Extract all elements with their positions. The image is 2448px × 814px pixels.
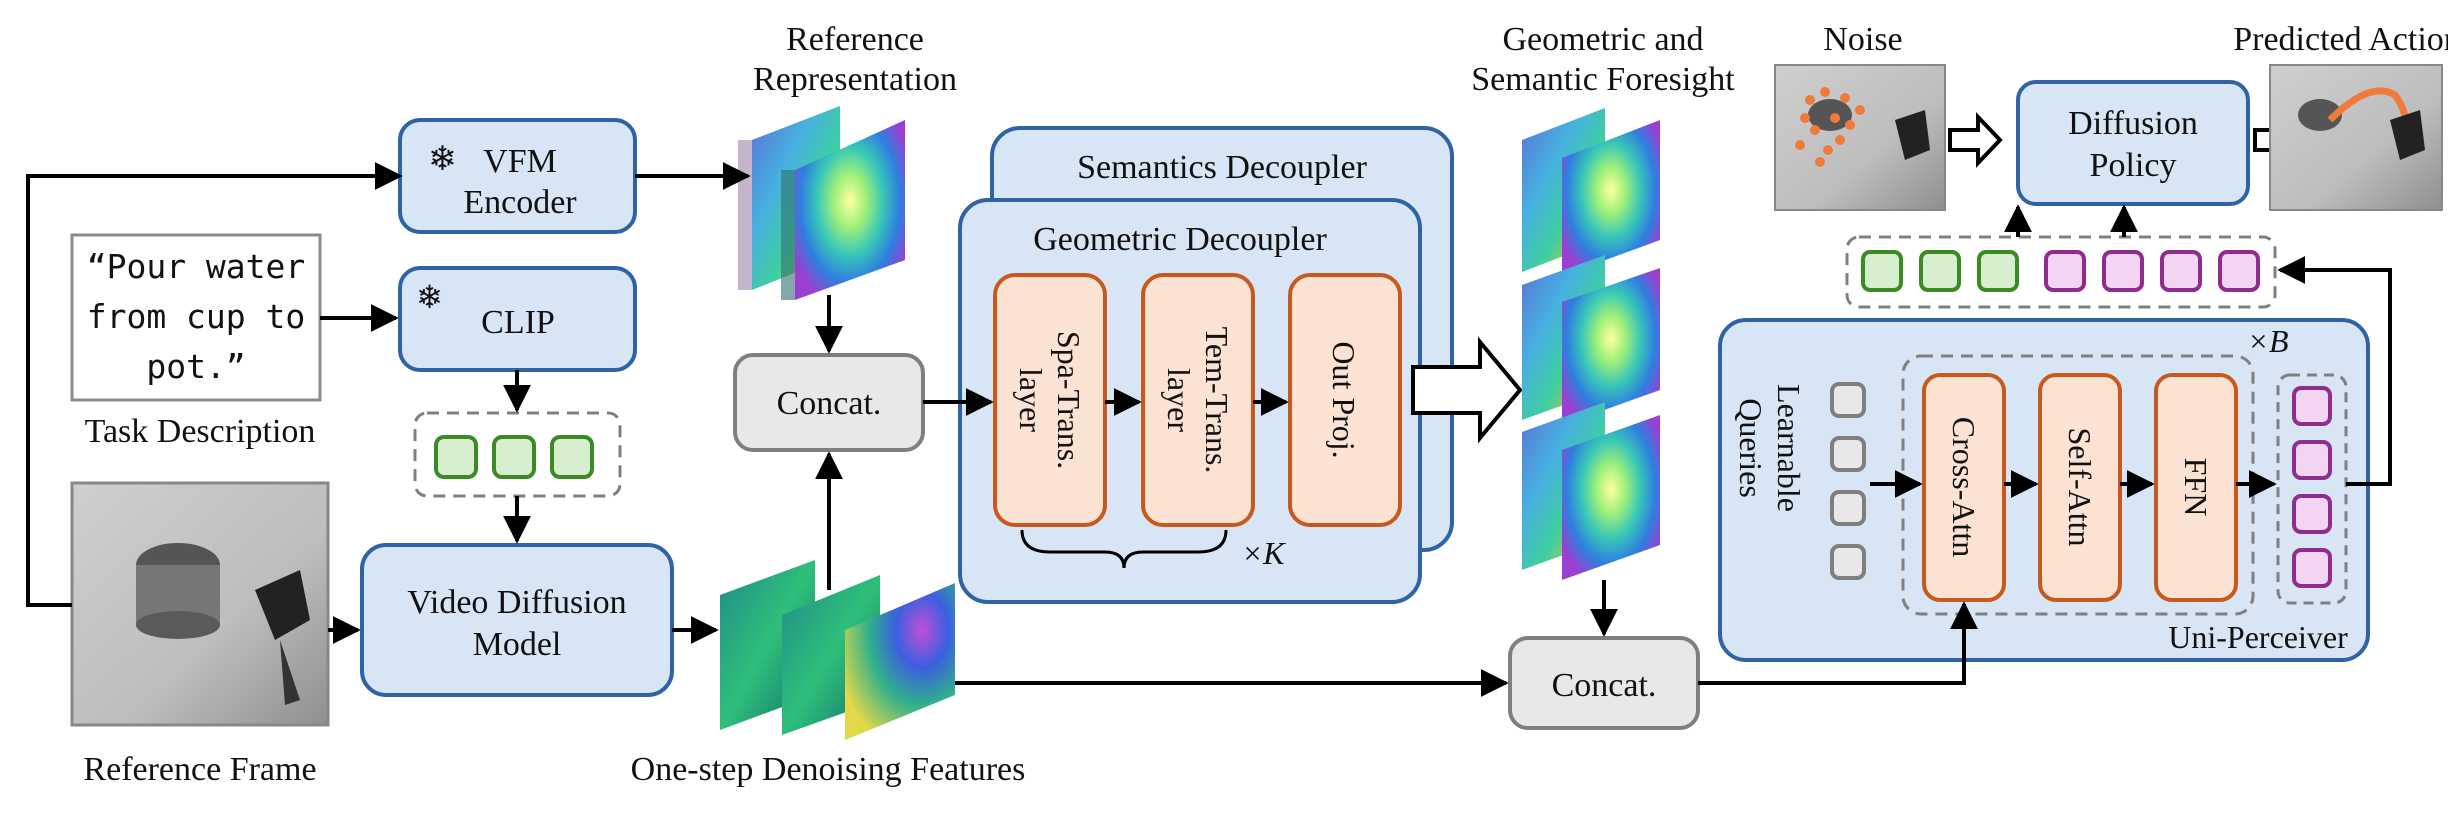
vfm-encoder-line1: VFM: [483, 143, 557, 180]
task-description-box: [70, 233, 322, 402]
tem-trans-line2: layer: [1161, 368, 1197, 432]
learnable-queries-label: Learnable Queries: [1733, 384, 1807, 512]
learnable-query-tokens: [1830, 382, 1866, 580]
repeat-brace: [1020, 529, 1228, 569]
text-token: [434, 435, 478, 479]
noise-label: Noise: [1823, 21, 1902, 58]
concat-block-lower: Concat.: [1508, 636, 1700, 730]
condition-token-row: [1845, 235, 2277, 309]
clip-block: ❄ CLIP: [398, 266, 637, 372]
text-token: [1977, 250, 2019, 292]
query-token: [1830, 382, 1866, 418]
cross-attn-label: Cross-Attn: [1946, 417, 1982, 557]
video-diffusion-line2: Model: [473, 626, 562, 663]
foresight-features: [1522, 108, 1660, 580]
semantics-decoupler-label: Semantics Decoupler: [1077, 149, 1368, 186]
self-attn-label: Self-Attn: [2062, 427, 2098, 546]
query-token: [1830, 544, 1866, 580]
snowflake-icon: ❄: [416, 278, 443, 316]
learnable-line2: Queries: [1733, 398, 1769, 498]
concat-upper-label: Concat.: [777, 385, 882, 422]
task-quote-line1: “Pour water: [87, 247, 306, 286]
text-token: [492, 435, 536, 479]
vfm-encoder-block: ❄ VFM Encoder: [398, 118, 637, 234]
perceiver-output-tokens: [2276, 373, 2348, 605]
ffn-label: FFN: [2178, 458, 2214, 517]
noise-image: [1774, 64, 1946, 211]
concat-lower-label: Concat.: [1552, 667, 1657, 704]
hollow-arrow-to-policy: [1948, 112, 2003, 168]
predicted-action-label: Predicted Action: [2233, 21, 2448, 58]
task-description-label: Task Description: [85, 413, 316, 450]
perceiver-token: [2218, 250, 2260, 292]
spa-trans-line1: Spa-Trans.: [1051, 331, 1087, 469]
spa-trans-layer-block: Spa-Trans. layer: [993, 273, 1107, 527]
reference-frame-label: Reference Frame: [83, 751, 316, 788]
geometric-decoupler-label: Geometric Decoupler: [1033, 221, 1327, 258]
concat-block-upper: Concat.: [733, 353, 925, 452]
clip-label: CLIP: [481, 304, 555, 341]
ffn-block: FFN: [2154, 373, 2238, 602]
predicted-action-image: [2269, 64, 2443, 211]
denoising-features: [720, 560, 955, 740]
reference-representation-features: [738, 106, 905, 300]
times-b-label: ×B: [2247, 323, 2288, 359]
cross-attn-block: Cross-Attn: [1922, 373, 2006, 602]
diffusion-policy-block: Diffusion Policy: [2016, 80, 2250, 206]
query-token: [1830, 436, 1866, 472]
perceiver-token: [2102, 250, 2144, 292]
perceiver-token: [2292, 548, 2332, 588]
diffusion-policy-line1: Diffusion: [2068, 105, 2198, 142]
text-token: [1861, 250, 1903, 292]
perceiver-token: [2292, 494, 2332, 534]
denoising-features-label: One-step Denoising Features: [631, 751, 1026, 788]
query-token: [1830, 490, 1866, 526]
reference-representation-line1: Reference: [786, 21, 924, 58]
snowflake-icon: ❄: [428, 139, 457, 179]
reference-representation-line2: Representation: [753, 61, 957, 98]
perceiver-token: [2160, 250, 2202, 292]
text-token-group: [413, 411, 622, 498]
perceiver-token: [2292, 386, 2332, 426]
task-quote-line3: pot.”: [146, 347, 245, 386]
reference-frame-image: [70, 481, 330, 727]
text-token: [550, 435, 594, 479]
out-proj-label: Out Proj.: [1326, 341, 1362, 458]
diffusion-policy-line2: Policy: [2090, 147, 2177, 184]
learnable-line1: Learnable: [1771, 384, 1807, 512]
output-hollow-arrow: [1411, 336, 1523, 444]
foresight-line2: Semantic Foresight: [1471, 61, 1735, 98]
task-quote-line2: from cup to: [87, 297, 306, 336]
uni-perceiver-label: Uni-Perceiver: [2168, 619, 2348, 655]
vfm-encoder-line2: Encoder: [463, 184, 577, 221]
out-proj-block: Out Proj.: [1288, 273, 1402, 527]
tem-trans-line1: Tem-Trans.: [1199, 327, 1235, 474]
spa-trans-line2: layer: [1013, 368, 1049, 432]
tem-trans-layer-block: Tem-Trans. layer: [1141, 273, 1255, 527]
perceiver-token: [2292, 440, 2332, 480]
text-token: [1919, 250, 1961, 292]
times-k-label: ×K: [1242, 535, 1287, 571]
connection-arrows: [26, 162, 2392, 697]
self-attn-block: Self-Attn: [2038, 373, 2122, 602]
perceiver-token: [2044, 250, 2086, 292]
foresight-line1: Geometric and: [1502, 21, 1703, 58]
video-diffusion-model-block: Video Diffusion Model: [360, 543, 674, 697]
video-diffusion-line1: Video Diffusion: [407, 584, 626, 621]
